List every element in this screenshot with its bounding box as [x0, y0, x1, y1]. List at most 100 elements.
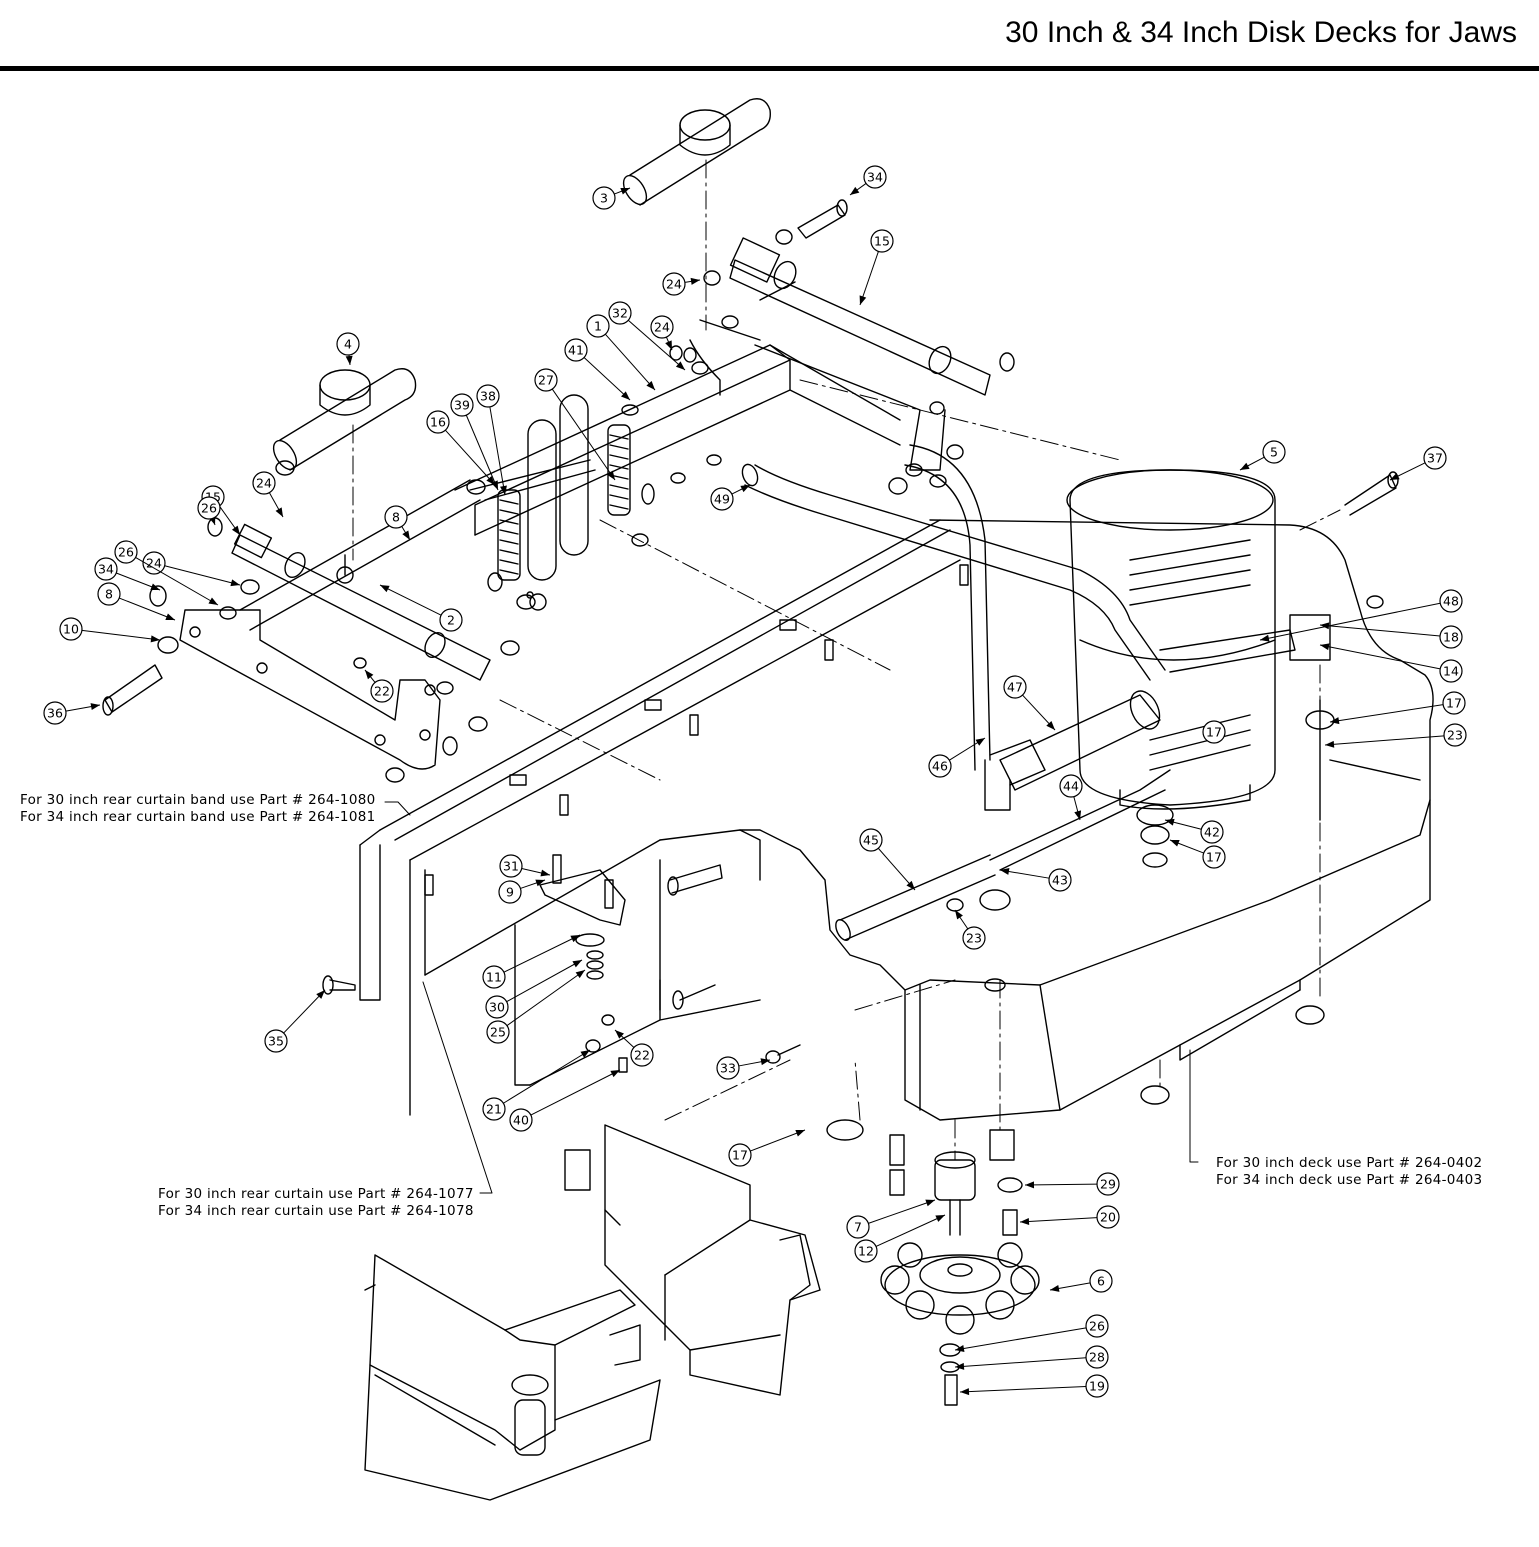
callout-22: 22: [364, 669, 394, 703]
callout-11: 11: [482, 934, 581, 989]
callout-label: 9: [506, 885, 514, 900]
note-rear-curtain-34: For 34 inch rear curtain use Part # 264-…: [158, 1203, 474, 1219]
curtain-assembly-front: [364, 1254, 661, 1501]
callout-label: 17: [1446, 696, 1462, 711]
callout-2: 2: [379, 584, 463, 632]
springs: [469, 394, 631, 581]
callout-14: 14: [1319, 643, 1463, 683]
callout-label: 15: [874, 234, 890, 249]
callout-label: 23: [966, 931, 982, 946]
callout-label: 17: [1206, 850, 1222, 865]
note-rear-curtain-30: For 30 inch rear curtain use Part # 264-…: [158, 1186, 474, 1202]
callout-29: 29: [1024, 1172, 1120, 1196]
callout-label: 16: [430, 415, 446, 430]
callout-label: 4: [344, 337, 352, 352]
right-arm: [689, 237, 991, 471]
callout-label: 26: [118, 545, 134, 560]
callout-label: 5: [1270, 445, 1278, 460]
callout-label: 24: [146, 556, 162, 571]
callout-label: 17: [1206, 725, 1222, 740]
callout-38: 38: [476, 384, 507, 496]
callout-24: 24: [650, 315, 674, 351]
callout-37: 37: [1389, 446, 1447, 481]
callout-label: 26: [1089, 1319, 1105, 1334]
callout-label: 12: [858, 1244, 874, 1259]
callout-10: 10: [59, 617, 161, 643]
callout-17: 17: [1169, 839, 1226, 869]
callout-17: 17: [1202, 720, 1226, 744]
callout-12: 12: [854, 1214, 946, 1263]
callout-36: 36: [43, 701, 101, 725]
callout-label: 30: [489, 1000, 505, 1015]
callout-5: 5: [1239, 440, 1286, 471]
callout-40: 40: [509, 1069, 621, 1132]
callout-19: 19: [959, 1374, 1109, 1398]
callout-26: 26: [197, 496, 221, 526]
deck-housing: [739, 519, 1434, 1121]
callout-label: 11: [486, 970, 502, 985]
callout-label: 26: [201, 501, 217, 516]
callout-label: 14: [1443, 664, 1459, 679]
callout-43: 43: [999, 868, 1072, 892]
callout-6: 6: [1049, 1269, 1113, 1293]
callout-label: 24: [654, 320, 670, 335]
fittings: [826, 710, 1335, 1141]
callout-label: 18: [1443, 630, 1459, 645]
callouts: 1234567889101112141515161717171718192021…: [43, 165, 1467, 1398]
note-leaders: [384, 801, 1199, 1194]
callout-17: 17: [1329, 691, 1466, 725]
callout-17: 17: [728, 1129, 806, 1167]
callout-label: 7: [854, 1220, 862, 1235]
callout-20: 20: [1019, 1205, 1120, 1229]
callout-44: 44: [1059, 774, 1083, 821]
callout-47: 47: [1003, 675, 1056, 731]
callout-4: 4: [336, 332, 360, 366]
disk-assembly: [880, 1129, 1040, 1406]
callout-label: 48: [1443, 594, 1459, 609]
callout-label: 1: [594, 319, 602, 334]
callout-24: 24: [662, 272, 701, 296]
callout-label: 34: [867, 170, 883, 185]
callout-45: 45: [859, 828, 916, 891]
callout-8: 8: [97, 582, 176, 621]
callout-label: 8: [105, 587, 113, 602]
callout-label: 17: [732, 1148, 748, 1163]
callout-label: 42: [1204, 825, 1220, 840]
callout-23: 23: [1324, 723, 1467, 748]
title-rule: [0, 66, 1539, 71]
centerlines: [352, 159, 1341, 1161]
callout-label: 29: [1100, 1177, 1116, 1192]
callout-21: 21: [482, 1049, 591, 1121]
callout-1: 1: [586, 314, 656, 391]
callout-25: 25: [486, 969, 586, 1044]
curtain-assembly-rear: [564, 1124, 821, 1396]
callout-34: 34: [94, 557, 161, 591]
callout-label: 22: [374, 684, 390, 699]
callout-35: 35: [264, 989, 326, 1053]
callout-label: 33: [720, 1061, 736, 1076]
callout-label: 34: [98, 562, 114, 577]
motor: [1066, 469, 1276, 810]
callout-label: 25: [490, 1025, 506, 1040]
callout-label: 22: [634, 1048, 650, 1063]
callout-32: 32: [608, 301, 686, 371]
callout-24: 24: [252, 471, 284, 518]
callout-label: 47: [1007, 680, 1023, 695]
bracket-9: [539, 854, 626, 980]
note-rear-curtain-band-30: For 30 inch rear curtain band use Part #…: [20, 792, 375, 808]
callout-26: 26: [114, 540, 219, 606]
callout-label: 36: [47, 706, 63, 721]
callout-42: 42: [1164, 818, 1224, 844]
pivot-tube-3: [622, 98, 771, 206]
callout-33: 33: [716, 1056, 771, 1080]
callout-label: 28: [1089, 1350, 1105, 1365]
callout-label: 31: [503, 859, 519, 874]
hoses: [741, 444, 1331, 941]
frame-bar: [454, 344, 901, 536]
rear-frame: [359, 519, 969, 1116]
callout-label: 24: [256, 476, 272, 491]
callout-24: 24: [142, 551, 241, 587]
callout-30: 30: [485, 959, 583, 1019]
callout-31: 31: [499, 854, 551, 878]
